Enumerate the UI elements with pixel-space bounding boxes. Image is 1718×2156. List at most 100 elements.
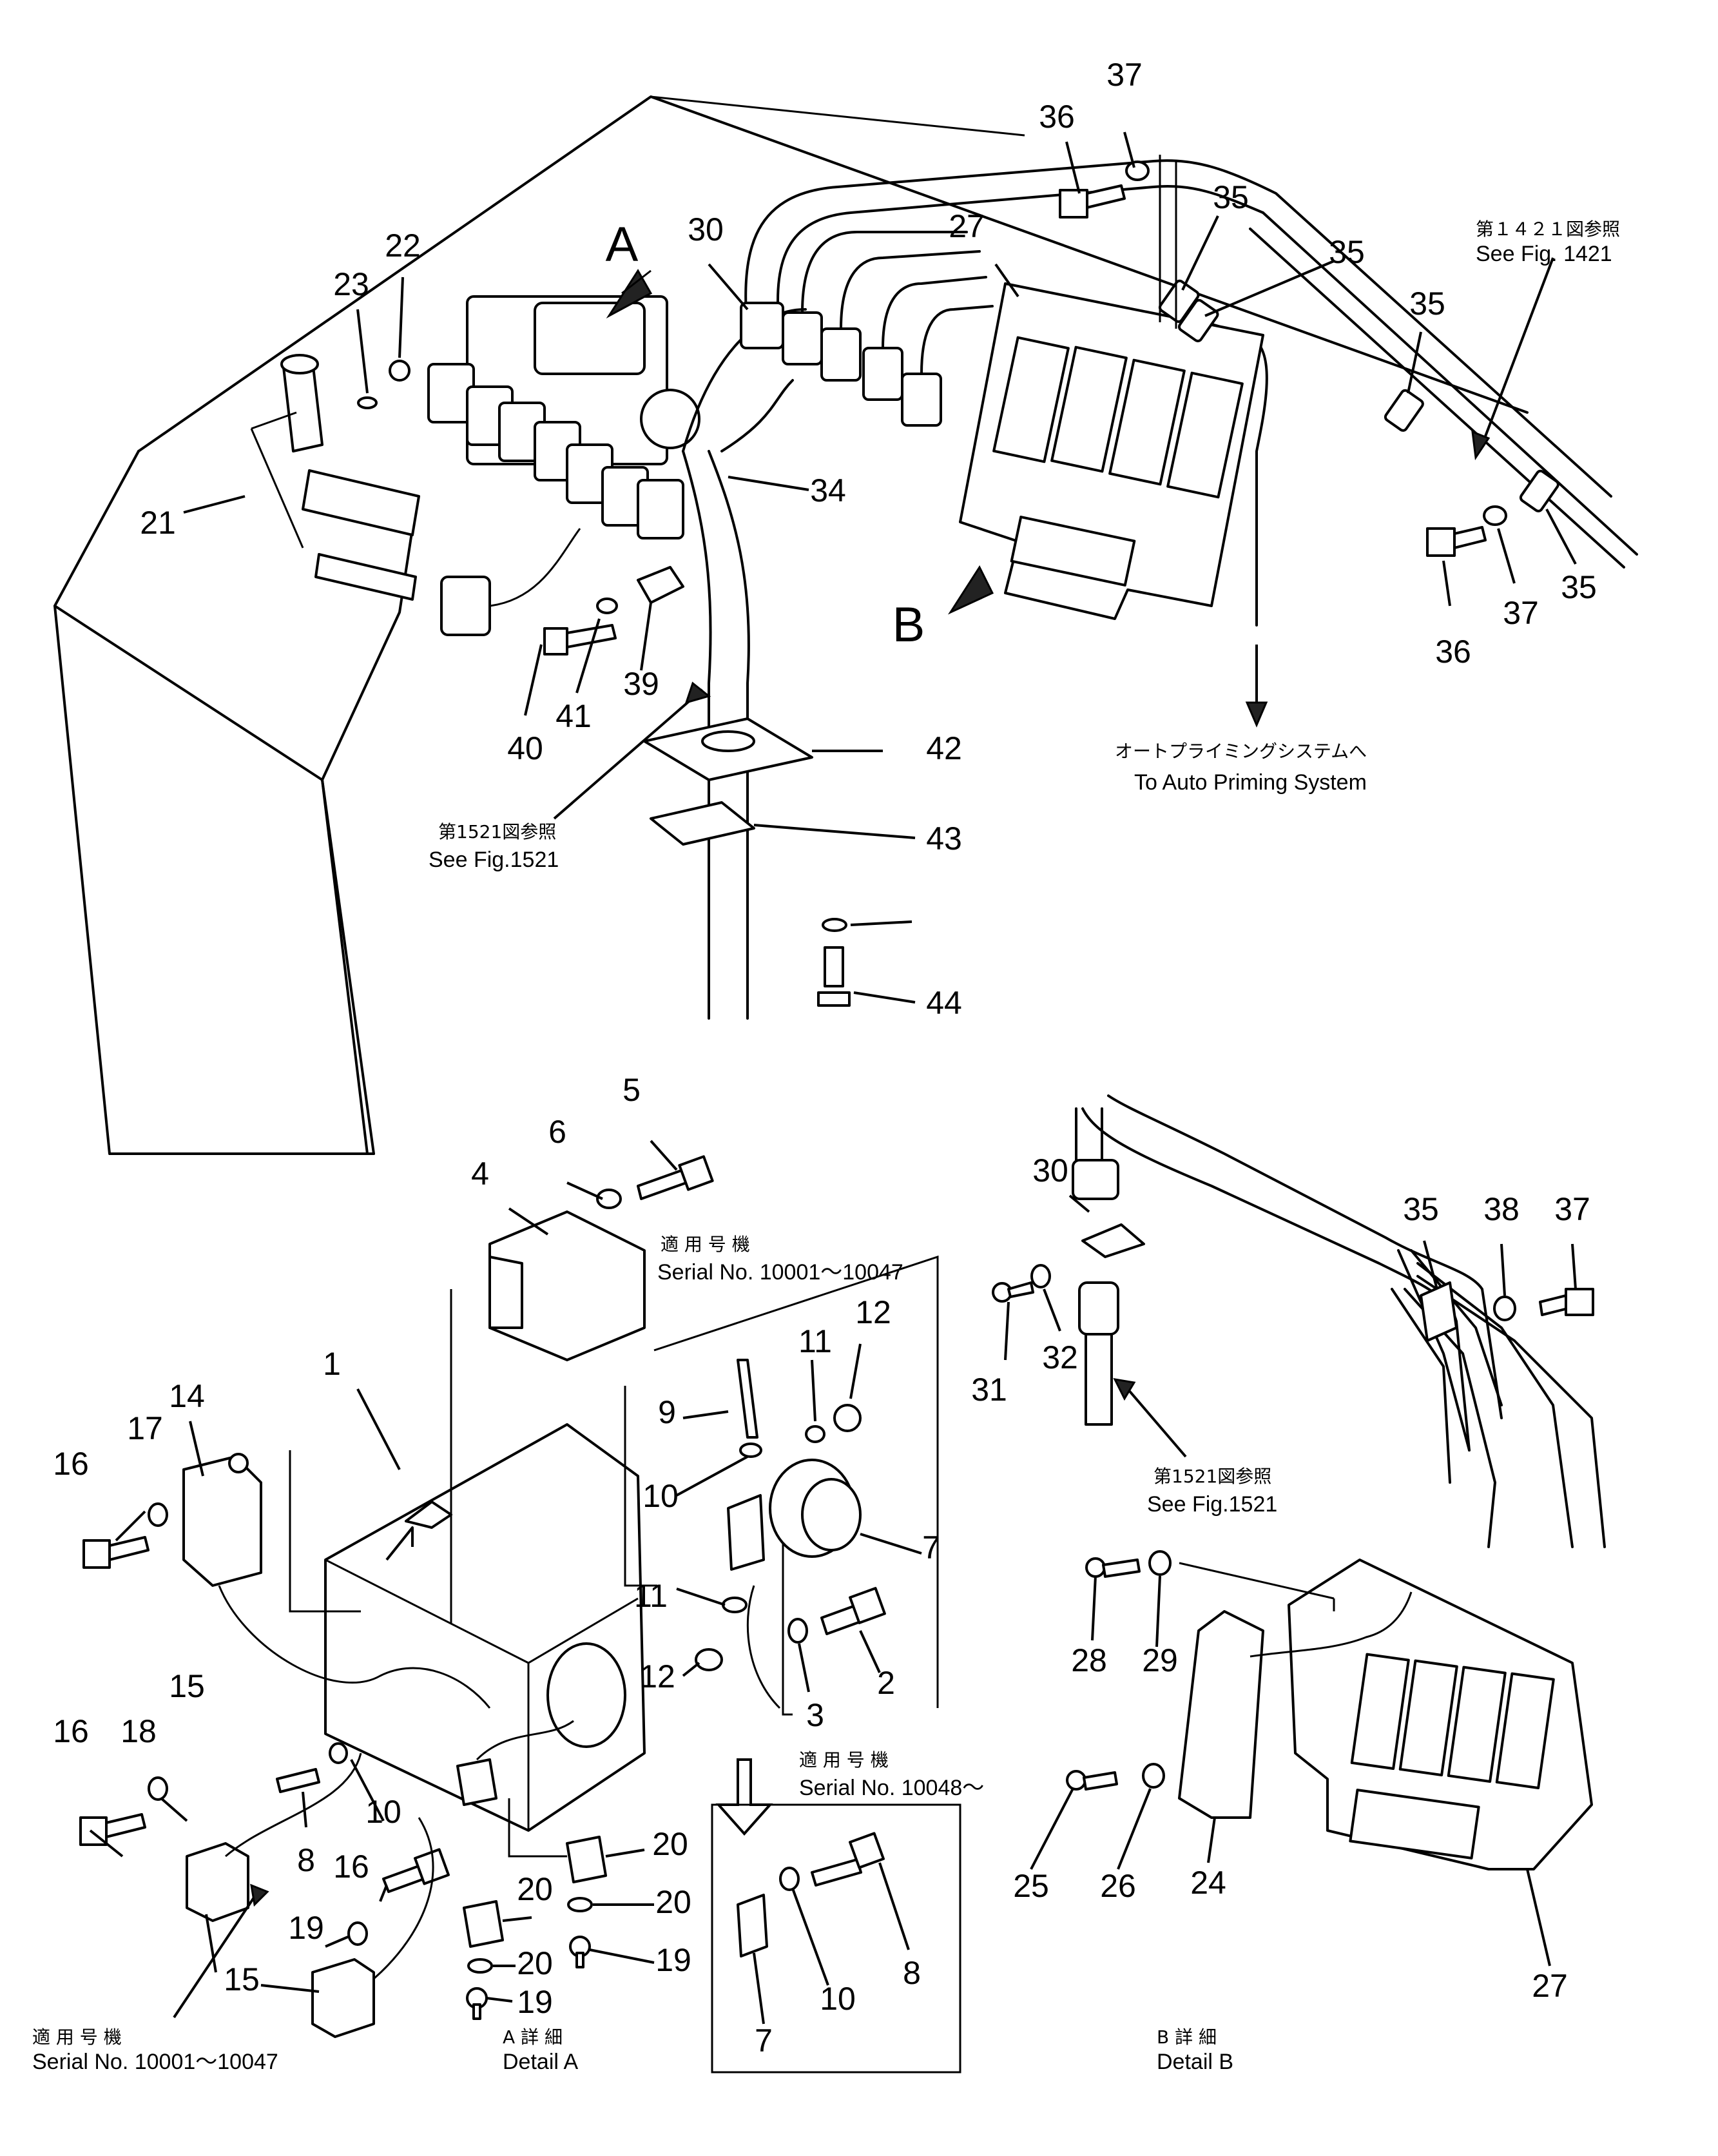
washer-44 — [822, 918, 847, 932]
screw-28 — [1085, 1557, 1141, 1578]
note-serial-b-jp: 適 用 号 機 — [799, 1749, 889, 1771]
relay-13 — [182, 1453, 262, 1587]
relay-14-lower — [311, 1958, 375, 2038]
callout-6: 6 — [548, 1114, 566, 1150]
harness-trunk — [682, 308, 807, 1020]
callout-28: 28 — [1071, 1642, 1107, 1678]
note-detail-b-en: Detail B — [1157, 2050, 1233, 2074]
callout-22: 22 — [385, 228, 421, 264]
plate-42 — [650, 801, 755, 846]
note-detail-a-en: Detail A — [503, 2050, 578, 2074]
callout-4: 4 — [471, 1156, 489, 1192]
bolt-39 — [543, 624, 617, 656]
callout-14: 15 — [224, 1961, 260, 1997]
washer-37-upper — [1125, 160, 1150, 181]
panel-27-top — [959, 282, 1264, 620]
callout-37: 37 — [1106, 57, 1143, 93]
clip-harness — [456, 1758, 497, 1806]
washer-6 — [596, 1189, 622, 1209]
bolt-15-a — [82, 1536, 150, 1569]
note-serial-c-jp: 適 用 号 機 — [32, 2026, 122, 2048]
screw-19-left — [466, 1987, 488, 2020]
callout-40: 41 — [555, 698, 592, 734]
callout-26: 26 — [1100, 1868, 1136, 1904]
relay-row — [427, 363, 684, 539]
washer-3 — [787, 1618, 808, 1644]
leader-lines — [89, 131, 1577, 2025]
clip-18 — [463, 1900, 504, 1948]
callout-24: 24 — [1190, 1865, 1226, 1901]
clip-17 — [566, 1836, 607, 1883]
note-serial-a-en: Serial No. 10001～10047 — [657, 1260, 903, 1285]
connector-30-b — [1072, 1159, 1119, 1200]
clamp-34 — [1420, 1281, 1458, 1342]
captions: 第１４２１図参照 See Fig. 1421 オートプライミングシステムへ To… — [32, 219, 1620, 2074]
callout-8: 8 — [297, 1842, 315, 1878]
callout-7: 7 — [922, 1530, 940, 1566]
callout-38: 39 — [623, 666, 659, 702]
callout-30: 30 — [688, 211, 724, 248]
view-arrow-b — [947, 565, 994, 615]
buzzer-7 — [727, 1459, 862, 1571]
note-detail-a-jp: A 詳 細 — [503, 2026, 563, 2048]
callout-16: 19 — [288, 1910, 324, 1946]
detail-serial-b-box — [711, 1758, 961, 2073]
callout-19: 19 — [517, 1984, 553, 2020]
callout-27: 27 — [1532, 1968, 1568, 2004]
callout-15: 16 — [53, 1713, 89, 1749]
note-auto-priming-en: To Auto Priming System — [1134, 770, 1367, 795]
callout-31: 31 — [971, 1372, 1007, 1408]
callout-35: 35 — [1213, 179, 1249, 215]
callout-1: 1 — [323, 1346, 341, 1382]
washer-16-a — [148, 1502, 168, 1527]
detail-a-bracket — [324, 1423, 646, 1832]
view-label-a: A — [606, 217, 639, 272]
callout-11: 11 — [634, 1578, 668, 1614]
callout-16: 18 — [121, 1713, 157, 1749]
callout-10: 10 — [820, 1981, 856, 2017]
callout-30: 30 — [1032, 1152, 1068, 1189]
screw-25 — [1066, 1770, 1118, 1791]
washer-32 — [1030, 1264, 1051, 1288]
note-see-1521-en-b: See Fig.1521 — [1147, 1492, 1277, 1517]
callout-41: 42 — [926, 730, 962, 766]
washer-10-upper — [739, 1442, 762, 1458]
pipe-1421 — [1158, 211, 1638, 568]
relay-bracket-assembly — [427, 295, 700, 539]
callout-11: 11 — [798, 1323, 832, 1359]
callout-25: 25 — [1013, 1868, 1049, 1904]
hose-end-b — [1078, 1281, 1119, 1426]
callout-32: 32 — [1042, 1339, 1078, 1375]
nut-12-upper — [833, 1404, 862, 1432]
note-see-1521-jp-b: 第1521図参照 — [1153, 1466, 1271, 1487]
arrow-serial-c — [173, 1890, 259, 2019]
bolt-15-c — [382, 1848, 450, 1893]
bolt-5 — [637, 1155, 714, 1200]
note-detail-b-jp: B 詳 細 — [1157, 2026, 1217, 2048]
washer-29 — [1148, 1550, 1172, 1576]
callout-13: 14 — [169, 1378, 205, 1414]
note-see-1521-en-top: See Fig.1521 — [429, 848, 559, 872]
bracket-wire — [1159, 155, 1177, 329]
callout-labels: A B 37 36 35 35 35 35 36 37 27 30 34 39 … — [53, 57, 1597, 2059]
callout-36: 36 — [1039, 99, 1075, 135]
washer-37-right — [1483, 505, 1507, 526]
callout-36: 36 — [1435, 634, 1471, 670]
bolt-2 — [820, 1587, 886, 1635]
note-see-1421-en: See Fig. 1421 — [1476, 242, 1612, 266]
callout-3: 3 — [806, 1697, 824, 1733]
callout-15: 16 — [333, 1849, 369, 1885]
bolt-36-upper — [1059, 184, 1126, 219]
callout-27: 27 — [949, 208, 985, 244]
tube-bundle-top — [740, 159, 1612, 626]
callout-19: 19 — [655, 1942, 691, 1978]
washer-11-lower — [722, 1597, 748, 1613]
callout-18: 20 — [517, 1871, 553, 1907]
callout-10: 10 — [642, 1478, 679, 1514]
bolt-8-detail-a — [276, 1768, 320, 1793]
callout-9: 9 — [658, 1394, 676, 1430]
relay-14-upper — [186, 1842, 249, 1922]
callout-2: 2 — [877, 1665, 895, 1701]
callout-37: 38 — [1483, 1191, 1520, 1227]
callout-43: 44 — [926, 985, 962, 1021]
